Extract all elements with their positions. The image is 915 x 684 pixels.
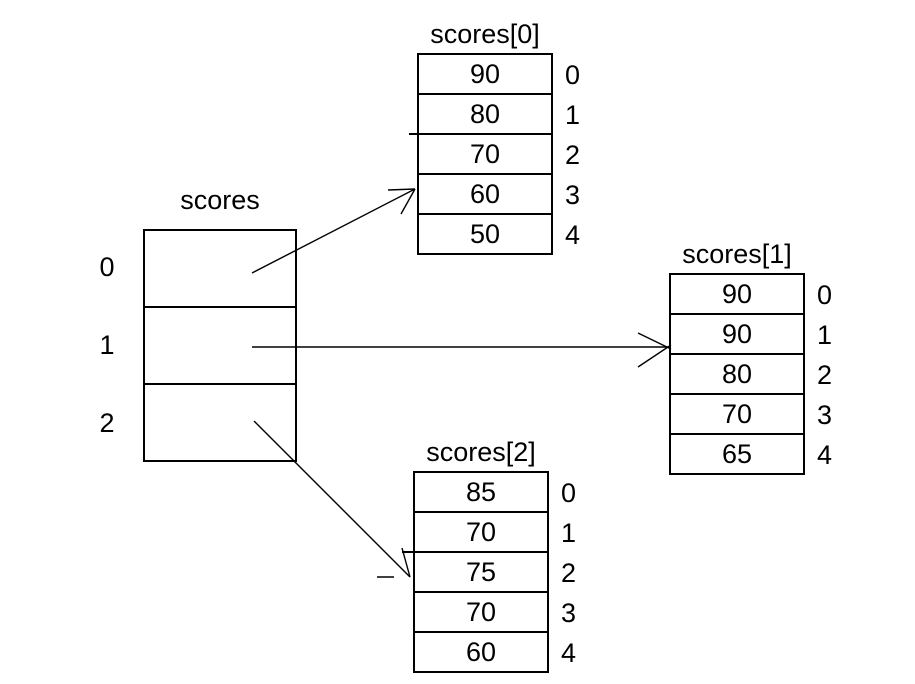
array-cell-value: 65 — [671, 433, 803, 473]
array-index-label: 3 — [817, 399, 833, 430]
pointer-array-cell — [145, 231, 295, 306]
array-index-label: 3 — [561, 597, 577, 628]
array-indices-scores-1: 0 1 2 3 4 — [817, 275, 857, 475]
array-index-label: 0 — [565, 59, 581, 90]
pointer-array-indices: 0 1 2 — [96, 229, 118, 462]
array-index-label: 1 — [561, 517, 577, 548]
array-index-label: 3 — [565, 179, 581, 210]
pointer-array-cell — [145, 306, 295, 383]
array-cell-value: 60 — [415, 631, 547, 671]
pointer-array-box — [143, 229, 297, 462]
array-cell-value: 50 — [419, 213, 551, 253]
array-index-label: 1 — [565, 99, 581, 130]
pointer-array-index-label: 1 — [99, 330, 115, 360]
arrow-scores-1 — [252, 332, 672, 368]
array-cell-value: 70 — [415, 511, 547, 551]
array-index-label: 4 — [561, 637, 577, 668]
array-cell-value: 60 — [419, 173, 551, 213]
array-title-scores-0: scores[0] — [430, 19, 540, 49]
array-indices-scores-0: 0 1 2 3 4 — [565, 55, 605, 255]
array-index-label: 2 — [817, 359, 833, 390]
array-index-label: 4 — [817, 439, 833, 470]
array-cell-value: 80 — [419, 93, 551, 133]
array-index-label: 4 — [565, 219, 581, 250]
array-cell-value: 90 — [671, 313, 803, 353]
array-cell-value: 90 — [721, 278, 753, 309]
array-index-label: 0 — [817, 279, 833, 310]
array-index-label: 2 — [561, 557, 577, 588]
pointer-array-index-label: 2 — [99, 407, 115, 438]
array-cell-value: 85 — [465, 476, 497, 507]
pointer-array-index-label: 0 — [99, 252, 115, 283]
pointer-array-cell — [145, 383, 295, 460]
array-index-label: 0 — [561, 477, 577, 508]
pointer-array-title: scores — [180, 185, 260, 215]
array-cell-value: 70 — [415, 591, 547, 631]
array-cell-value: 80 — [671, 353, 803, 393]
array-index-label: 1 — [817, 319, 833, 350]
array-cell-value: 75 — [415, 551, 547, 591]
array-cell-value: 70 — [419, 133, 551, 173]
array-title-scores-2: scores[2] — [426, 437, 536, 467]
array-title-scores-1: scores[1] — [682, 239, 792, 269]
array-cell-value: 90 — [469, 58, 501, 89]
scores-pointer-array: scores 0 1 2 — [99, 185, 297, 462]
array-indices-scores-2: 0 1 2 3 4 — [561, 473, 601, 673]
array-index-label: 2 — [565, 139, 581, 170]
array-cell-value: 70 — [671, 393, 803, 433]
